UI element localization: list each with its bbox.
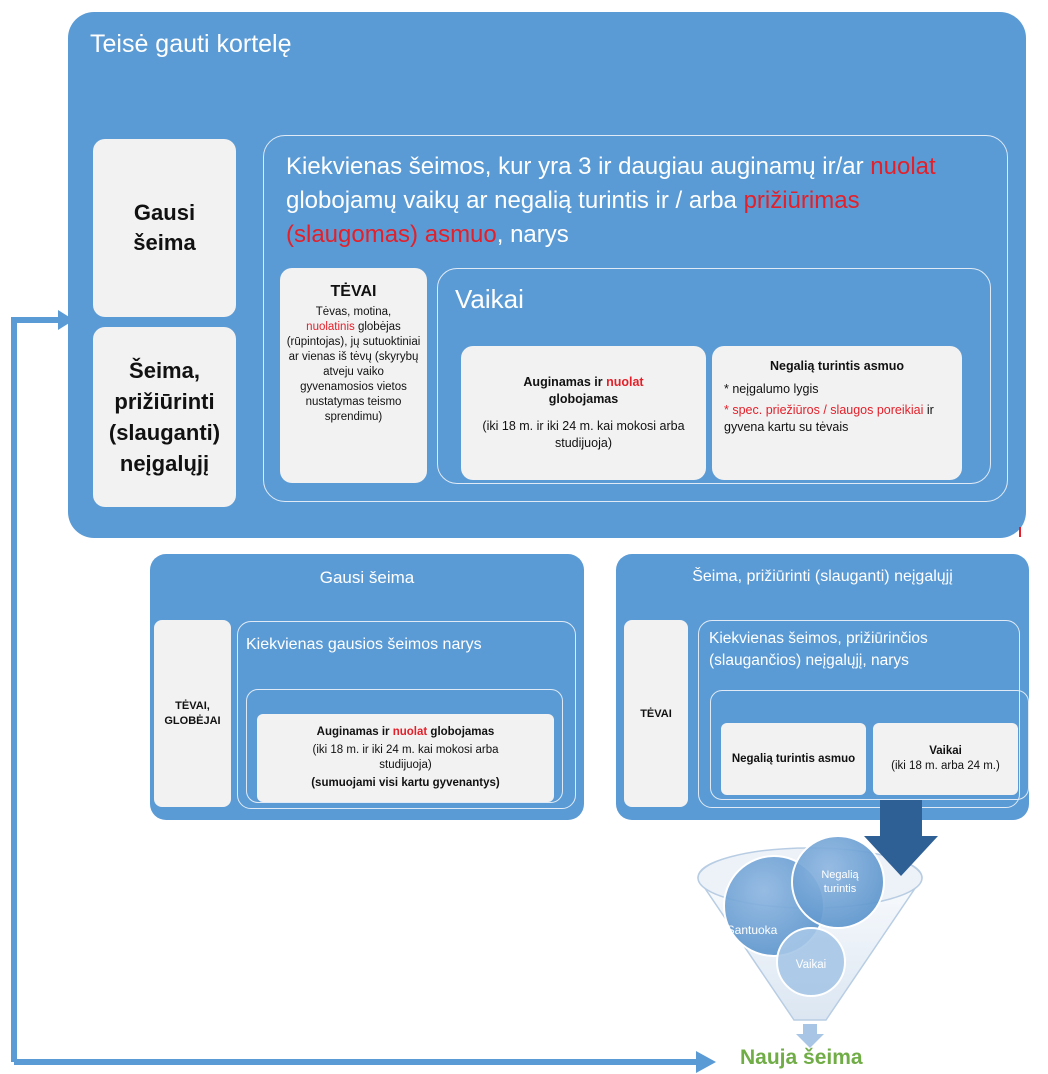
negalia-b2: * spec. priežiūros / slaugos poreikiai i… bbox=[724, 402, 950, 436]
auginamas-red: nuolat bbox=[606, 375, 644, 389]
tevai-red: nuolatinis bbox=[306, 321, 355, 333]
auginamas-t2: globojamas bbox=[548, 392, 619, 406]
heading-part3: , narys bbox=[496, 221, 569, 248]
gausi-aug-red: nuolat bbox=[392, 726, 428, 738]
gausi-auginamas-note: (iki 18 m. ir iki 24 m. kai mokosi arba … bbox=[312, 744, 499, 771]
seima-inner-frame bbox=[710, 690, 1029, 800]
negalia-card: Negalią turintis asmuo * neįgalumo lygis… bbox=[712, 346, 962, 480]
label-vaikai: Vaikai bbox=[796, 959, 826, 971]
circle-negalia bbox=[791, 835, 885, 929]
connector-arrows bbox=[11, 310, 716, 1073]
auginamas-t1: Auginamas ir bbox=[523, 375, 607, 389]
seima-panel-title: Šeima, prižiūrinti (slauganti) neįgalųjį bbox=[692, 568, 953, 585]
gausi-member-title: Kiekvienas gausios šeimos narys bbox=[246, 636, 482, 653]
gausi-tevai-line1: TĖVAI, bbox=[175, 699, 210, 712]
card-seima-line3: (slauganti) bbox=[108, 420, 221, 445]
auginamas-card: Auginamas ir nuolat globojamas (iki 18 m… bbox=[461, 346, 706, 480]
card-seima-priziurinti: Šeima, prižiūrinti (slauganti) neįgalųjį bbox=[93, 327, 236, 507]
seima-negalia-card: Negalią turintis asmuo bbox=[721, 723, 866, 795]
label-negalia-2: turintis bbox=[824, 883, 857, 895]
auginamas-note: (iki 18 m. ir iki 24 m. kai mokosi arba … bbox=[482, 419, 685, 450]
red-mark bbox=[1019, 527, 1021, 537]
seima-member-title: Kiekvienas šeimos, prižiūrinčios (slauga… bbox=[709, 630, 928, 669]
negalia-b2-star: * bbox=[724, 403, 733, 417]
tevai-text: Tėvas, motina, nuolatinis globėjas (rūpi… bbox=[286, 305, 421, 425]
tevai-rest: globėjas (rūpintojas), jų sutuoktiniai a… bbox=[286, 321, 421, 423]
circle-vaikai bbox=[776, 927, 846, 997]
top-panel-title: Teisė gauti kortelę bbox=[90, 30, 292, 58]
heading-red2: prižiūrimas (slaugomas) asmuo bbox=[286, 187, 860, 248]
negalia-title: Negalią turintis asmuo bbox=[769, 359, 905, 373]
gausi-auginamas-card: Auginamas ir nuolat globojamas (iki 18 m… bbox=[257, 714, 554, 802]
seima-tevai-label: TĖVAI bbox=[640, 707, 672, 720]
negalia-b1: * neįgalumo lygis bbox=[724, 382, 819, 396]
tevai-card: TĖVAI Tėvas, motina, nuolatinis globėjas… bbox=[280, 268, 427, 483]
gausi-aug-t2: globojamas bbox=[427, 726, 495, 738]
gausi-member-frame bbox=[237, 621, 576, 809]
seima-tevai-card: TĖVAI bbox=[624, 620, 688, 807]
member-frame bbox=[263, 135, 1008, 502]
big-down-arrow bbox=[864, 800, 938, 876]
card-gausi-seima: Gausi šeima bbox=[93, 139, 236, 317]
gausi-auginamas-bold: (sumuojami visi kartu gyvenantys) bbox=[311, 777, 500, 789]
gausi-tevai-line2: GLOBĖJAI bbox=[164, 714, 221, 727]
heading-part2: globojamų vaikų ar negalią turintis ir /… bbox=[286, 187, 737, 214]
heading-part1: Kiekvienas šeimos, kur yra 3 ir daugiau … bbox=[286, 153, 864, 180]
heading-red1: nuolat bbox=[870, 153, 936, 180]
tevai-line1: Tėvas, motina, bbox=[315, 306, 392, 318]
gausi-aug-t1: Auginamas ir bbox=[316, 726, 393, 738]
card-gausi-line2: šeima bbox=[133, 230, 196, 255]
label-negalia-1: Negalią bbox=[821, 869, 859, 881]
seima-member-frame bbox=[698, 620, 1020, 808]
negalia-b2-red: spec. priežiūros / slaugos poreikiai bbox=[732, 403, 924, 417]
card-seima-line2: prižiūrinti bbox=[114, 389, 215, 414]
gausi-auginamas-title: Auginamas ir nuolat globojamas bbox=[317, 725, 495, 740]
seima-vaikai-title: Vaikai bbox=[929, 745, 962, 757]
vaikai-title: Vaikai bbox=[455, 284, 524, 314]
label-santuoka: Santuoka bbox=[727, 923, 778, 937]
card-seima-line1: Šeima, bbox=[129, 358, 200, 383]
arrow-head-top bbox=[58, 310, 74, 330]
gausi-tevai-card: TĖVAI, GLOBĖJAI bbox=[154, 620, 231, 807]
result-label: Nauja šeima bbox=[740, 1046, 863, 1069]
vaikai-frame bbox=[437, 268, 991, 484]
auginamas-title: Auginamas ir nuolat globojamas bbox=[523, 374, 643, 408]
arrow-head-bottom bbox=[696, 1051, 716, 1073]
card-seima-line4: neįgalųjį bbox=[119, 451, 210, 476]
seima-negalia-label: Negalią turintis asmuo bbox=[731, 752, 856, 765]
tevai-title: TĖVAI bbox=[330, 283, 377, 300]
funnel-down-arrow bbox=[796, 1024, 824, 1048]
negalia-b2-rest: ir gyvena kartu su tėvais bbox=[724, 403, 934, 434]
card-gausi-line1: Gausi bbox=[133, 200, 196, 225]
member-heading: Kiekvienas šeimos, kur yra 3 ir daugiau … bbox=[286, 150, 996, 252]
gausi-inner-frame bbox=[246, 689, 563, 803]
funnel-diagram: Santuoka Negalią turintis Vaikai bbox=[697, 835, 923, 1048]
gausi-panel-title: Gausi šeima bbox=[319, 568, 415, 587]
seima-vaikai-note: (iki 18 m. arba 24 m.) bbox=[891, 760, 1000, 772]
seima-vaikai-card: Vaikai (iki 18 m. arba 24 m.) bbox=[873, 723, 1018, 795]
